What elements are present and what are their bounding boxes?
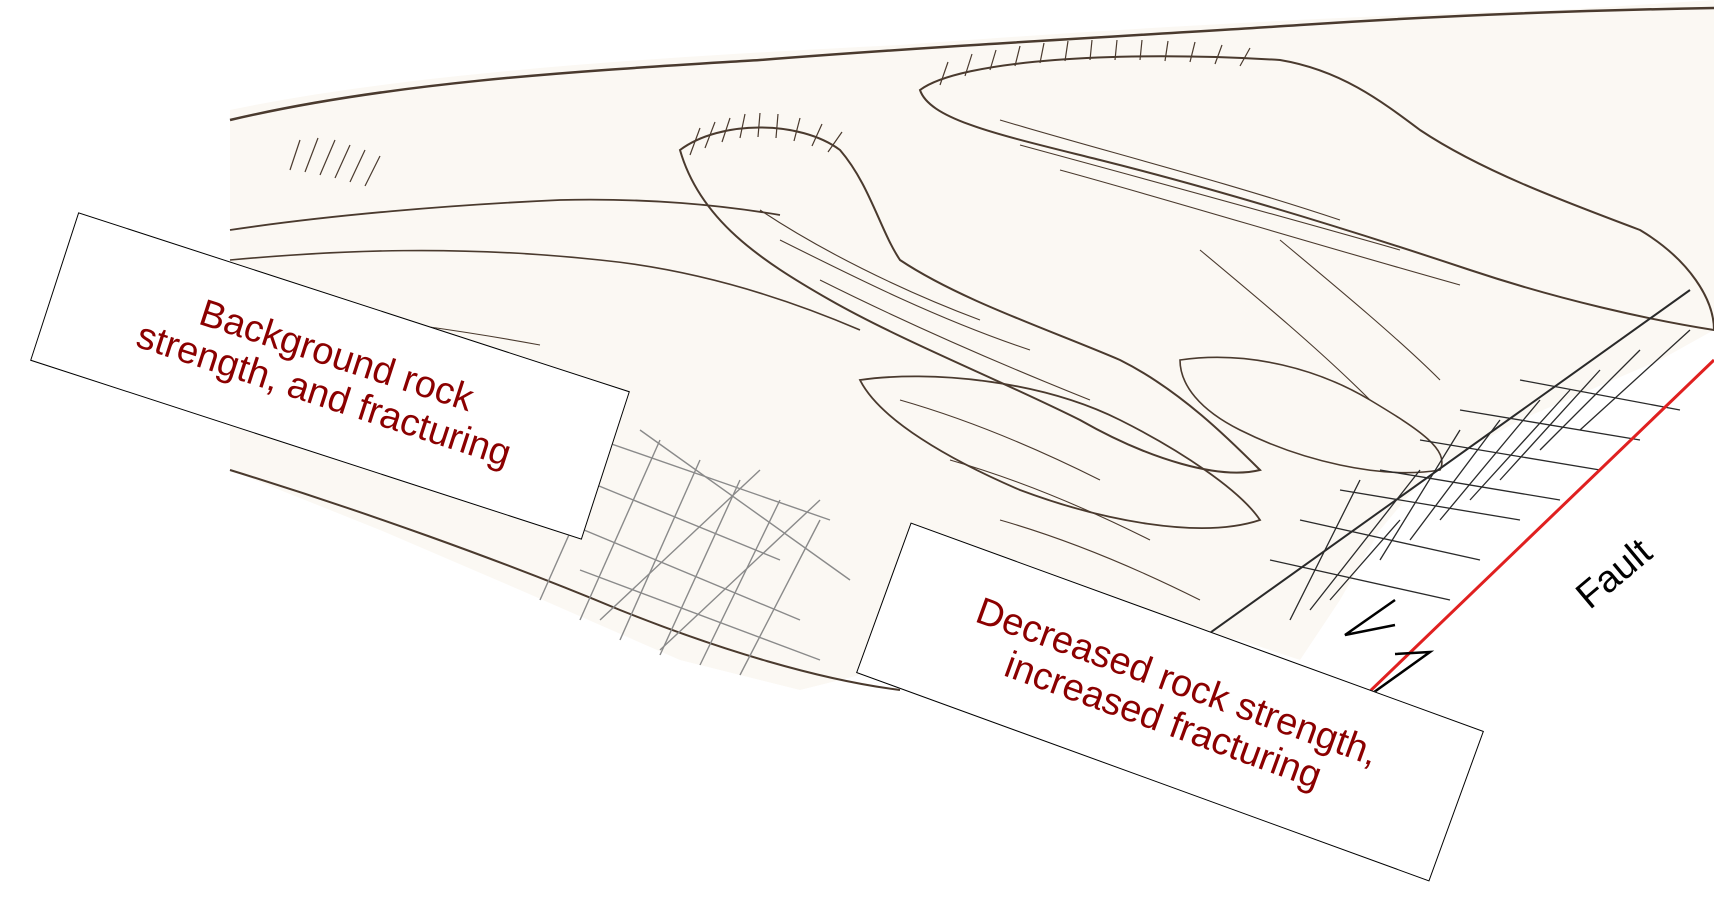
slip-arrow-up-right — [1370, 652, 1430, 695]
slip-arrow-down-left — [1345, 600, 1395, 635]
